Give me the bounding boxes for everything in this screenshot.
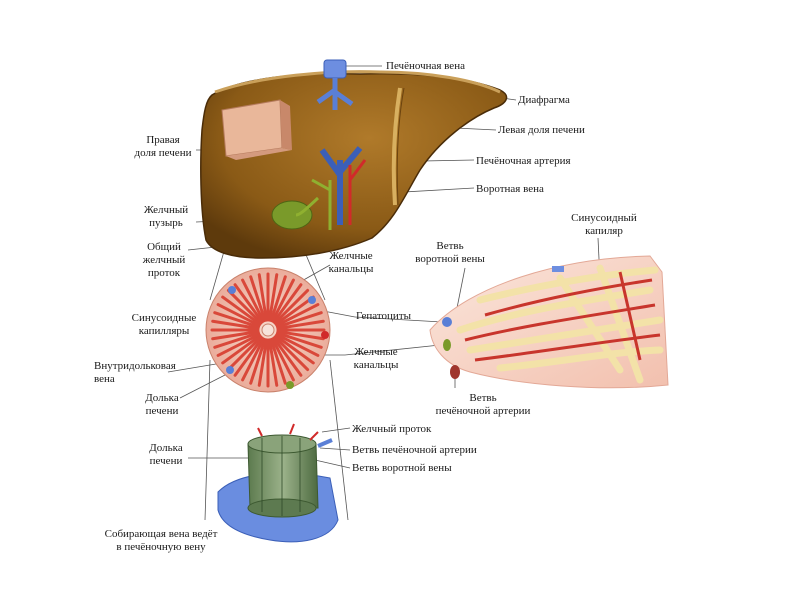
hepatic-cord — [273, 335, 310, 372]
label-diaphragm: Диафрагма — [518, 94, 570, 106]
hepatic-cord — [216, 303, 261, 327]
label-sinusoid-capillary-line1: Синусоидный — [571, 212, 637, 224]
label-gallbladder-line1: Желчный — [143, 204, 189, 216]
liver-lobule-cross-section — [205, 267, 331, 393]
hepatic-cord — [249, 338, 267, 385]
label-bile-canaliculi-top-line2: канальцы — [328, 263, 374, 275]
label-collecting-vein-line1: Собирающая вена ведёт — [104, 528, 218, 540]
label-hepatic-artery-branch: Ветвь печёночной артерии — [428, 392, 538, 418]
hepatic-cord — [268, 273, 279, 322]
label-liver-lobule-low-line1: Долька — [149, 442, 183, 454]
label-bile-canaliculi-mid-line1: Желчные — [354, 346, 398, 358]
hepatic-cord — [276, 331, 323, 349]
label-collecting-vein: Собирающая вена ведёт в печёночную вену — [86, 528, 236, 554]
hepatic-cord — [271, 337, 295, 382]
label-bile-duct: Желчный проток — [352, 423, 432, 435]
label-sinusoidal-capillaries-line2: капилляры — [138, 325, 190, 337]
label-common-bile-duct-line2: желчный — [142, 254, 186, 266]
hepatic-cord — [213, 311, 260, 329]
label-left-lobe: Левая доля печени — [498, 124, 585, 136]
hepatic-cord — [226, 288, 263, 325]
hepatic-cord — [226, 335, 263, 372]
label-intralobular-vein-line1: Внутридольковая — [94, 360, 176, 372]
label-portal-branch-low: Ветвь воротной вены — [352, 462, 452, 474]
hepatic-cord — [268, 338, 279, 387]
hepatic-cord — [272, 283, 303, 324]
hepatic-cord — [233, 336, 264, 377]
hepatic-cord — [249, 275, 267, 322]
hepatic-cord — [269, 275, 287, 322]
label-intralobular-vein: Внутридольковая вена — [94, 360, 176, 386]
liver-organ — [200, 59, 508, 259]
hepatic-cord — [276, 319, 325, 330]
hepatic-cord — [257, 273, 268, 322]
label-collecting-vein-line2: в печёночную вену — [116, 541, 206, 553]
label-hepatic-artery-branch-line1: Ветвь — [469, 392, 497, 404]
hepatic-cord — [241, 278, 265, 323]
hepatic-cord — [211, 319, 260, 330]
label-portal-vein-branch-line2: воротной вены — [415, 253, 485, 265]
label-right-lobe-line1: Правая — [146, 134, 180, 146]
hepatic-cord — [221, 334, 262, 365]
label-liver-lobule-low: Долька печени — [144, 442, 188, 468]
label-liver-lobule-mid-line2: печени — [145, 405, 179, 417]
hepatic-cord — [216, 333, 261, 357]
label-liver-lobule-mid-line1: Долька — [145, 392, 179, 404]
hepatic-cord — [276, 311, 323, 329]
hepatic-cord — [269, 338, 287, 385]
label-common-bile-duct: Общий желчный проток — [136, 241, 192, 280]
label-liver-lobule-low-line2: печени — [149, 455, 183, 467]
liver-lobule-3d — [217, 423, 339, 543]
sinusoid-magnified-view — [429, 255, 669, 389]
label-portal-vein: Воротная вена — [476, 183, 544, 195]
label-gallbladder-line2: пузырь — [149, 217, 183, 229]
hepatic-cord — [241, 337, 265, 382]
label-bile-canaliculi-top-line1: Желчные — [329, 250, 373, 262]
label-hepatocytes: Гепатоциты — [356, 310, 412, 322]
label-hepatic-artery: Печёночная артерия — [476, 155, 571, 167]
label-bile-canaliculi-mid: Желчные канальцы — [346, 346, 406, 372]
label-right-lobe-line2: доля печени — [134, 147, 192, 159]
hepatic-cord — [272, 336, 303, 377]
label-portal-vein-branch: Ветвь воротной вены — [408, 240, 492, 266]
hepatic-cord — [213, 331, 260, 349]
label-hepatic-vein: Печёночная вена — [386, 60, 465, 72]
label-right-lobe: Правая доля печени — [130, 134, 196, 160]
hepatic-cord — [257, 338, 268, 387]
hepatic-cord — [273, 288, 310, 325]
label-hepatic-artery-branch-line2: печёночной артерии — [435, 405, 531, 417]
hepatic-cord — [274, 334, 315, 365]
label-bile-canaliculi-mid-line2: канальцы — [353, 359, 399, 371]
label-bile-canaliculi-top: Желчные канальцы — [326, 250, 376, 276]
hepatic-cord — [275, 303, 320, 327]
label-portal-vein-branch-line1: Ветвь — [436, 240, 464, 252]
hepatic-cord — [211, 330, 260, 341]
hepatic-cord — [271, 278, 295, 323]
label-liver-lobule-mid: Долька печени — [140, 392, 184, 418]
label-intralobular-vein-line2: вена — [94, 373, 115, 385]
label-common-bile-duct-line3: проток — [147, 267, 181, 279]
hepatic-cord — [221, 295, 262, 326]
label-sinusoid-capillary: Синусоидный капиляр — [564, 212, 644, 238]
label-sinusoidal-capillaries: Синусоидные капилляры — [120, 312, 208, 338]
hepatic-cord — [276, 330, 325, 341]
label-gallbladder: Желчный пузырь — [136, 204, 196, 230]
hepatic-cord — [274, 295, 315, 326]
label-common-bile-duct-line1: Общий — [147, 241, 181, 253]
label-sinusoid-capillary-line2: капиляр — [585, 225, 623, 237]
label-artery-branch-low: Ветвь печёночной артерии — [352, 444, 477, 456]
hepatic-cord — [233, 283, 264, 324]
hepatic-cord — [275, 333, 320, 357]
label-sinusoidal-capillaries-line1: Синусоидные — [131, 312, 197, 324]
